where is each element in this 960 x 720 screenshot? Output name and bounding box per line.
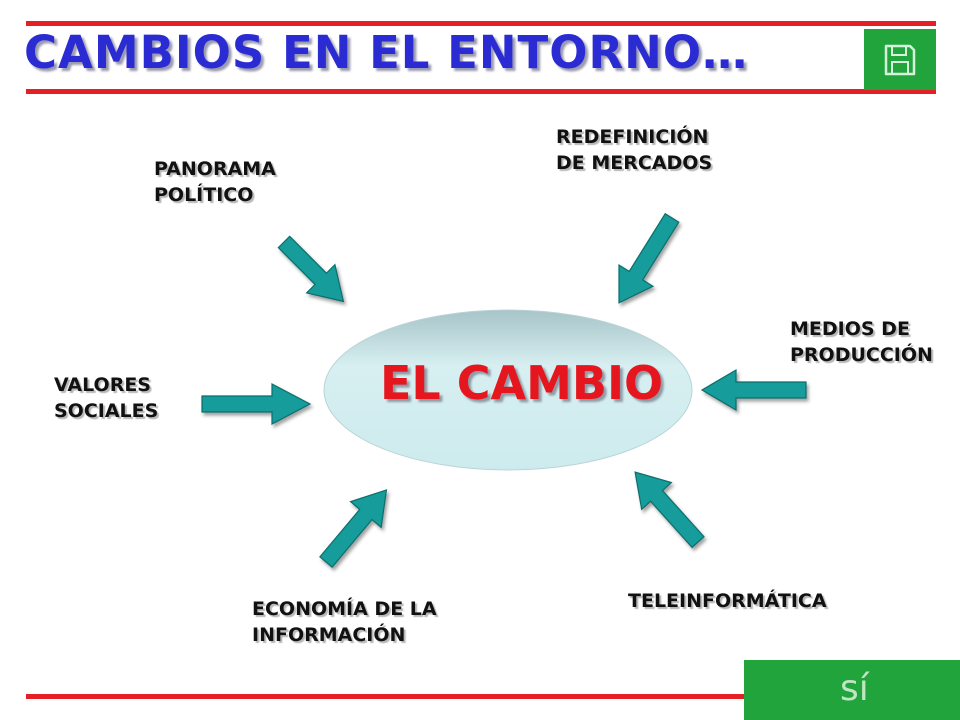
arrow-redefinicion-mercados [618,212,680,304]
arrow-panorama-politico [277,235,345,303]
top-rule-upper [26,21,936,26]
arrow-medios-produccion [700,368,807,412]
si-button-label: sí [840,668,869,709]
label-medios-produccion: MEDIOS DE PRODUCCIÓN [790,318,933,366]
floppy-disk-icon [884,44,916,75]
arrow-valores-sociales [201,383,312,425]
slide-title: CAMBIOS EN EL ENTORNO… [24,26,749,79]
label-redefinicion-mercados: REDEFINICIÓN DE MERCADOS [556,126,713,174]
si-button[interactable]: sí [744,660,960,720]
top-rule-lower [26,89,936,94]
label-economia-informacion: ECONOMÍA DE LA INFORMACIÓN [252,598,437,646]
arrow-teleinformatica [634,471,705,549]
center-ellipse [323,309,693,471]
arrow-economia-informacion [319,489,388,568]
save-button[interactable] [864,29,936,90]
bottom-rule [26,694,744,699]
label-panorama-politico: PANORAMA POLÍTICO [154,158,276,206]
center-label: EL CAMBIO [380,356,664,410]
label-valores-sociales: VALORES SOCIALES [54,374,159,422]
label-teleinformatica: TELEINFORMÁTICA [628,590,827,612]
